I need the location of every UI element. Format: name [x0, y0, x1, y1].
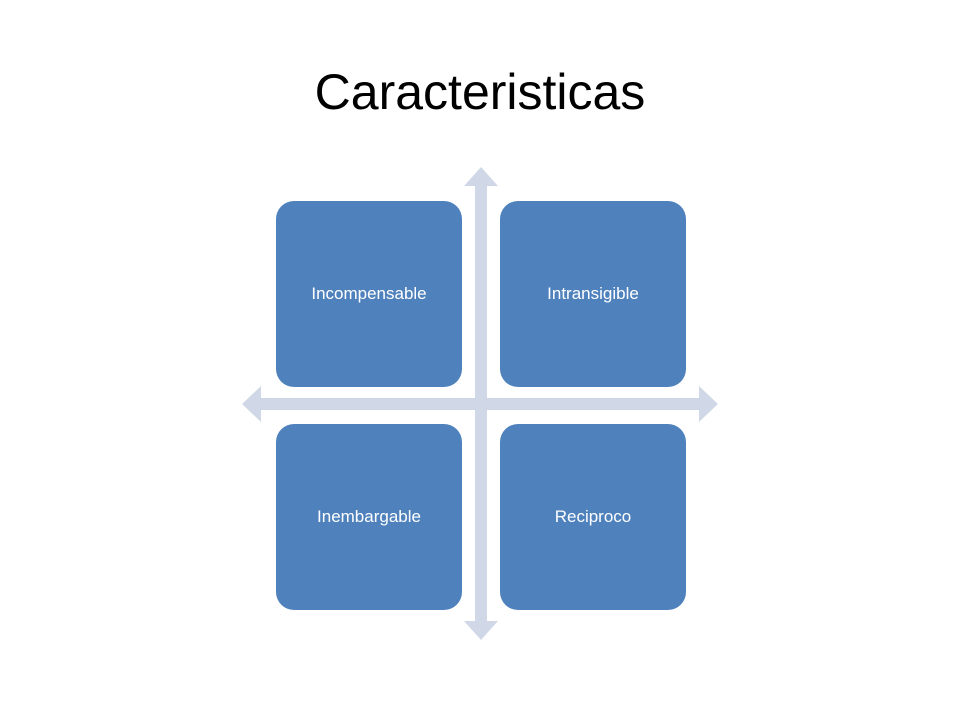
slide-title: Caracteristicas	[314, 64, 646, 120]
quadrant-top-right: Intransigible	[500, 201, 686, 387]
quadrant-bottom-right-label: Reciproco	[554, 507, 632, 526]
quadrant-top-left: Incompensable	[276, 201, 462, 387]
quadrant-bottom-right: Reciproco	[500, 424, 686, 610]
quadrant-bottom-left: Inembargable	[276, 424, 462, 610]
quadrant-top-right-label: Intransigible	[547, 284, 639, 303]
quadrant-top-left-label: Incompensable	[311, 284, 427, 303]
quadrant-bottom-left-label: Inembargable	[317, 507, 421, 526]
horizontal-arrow	[242, 386, 718, 422]
